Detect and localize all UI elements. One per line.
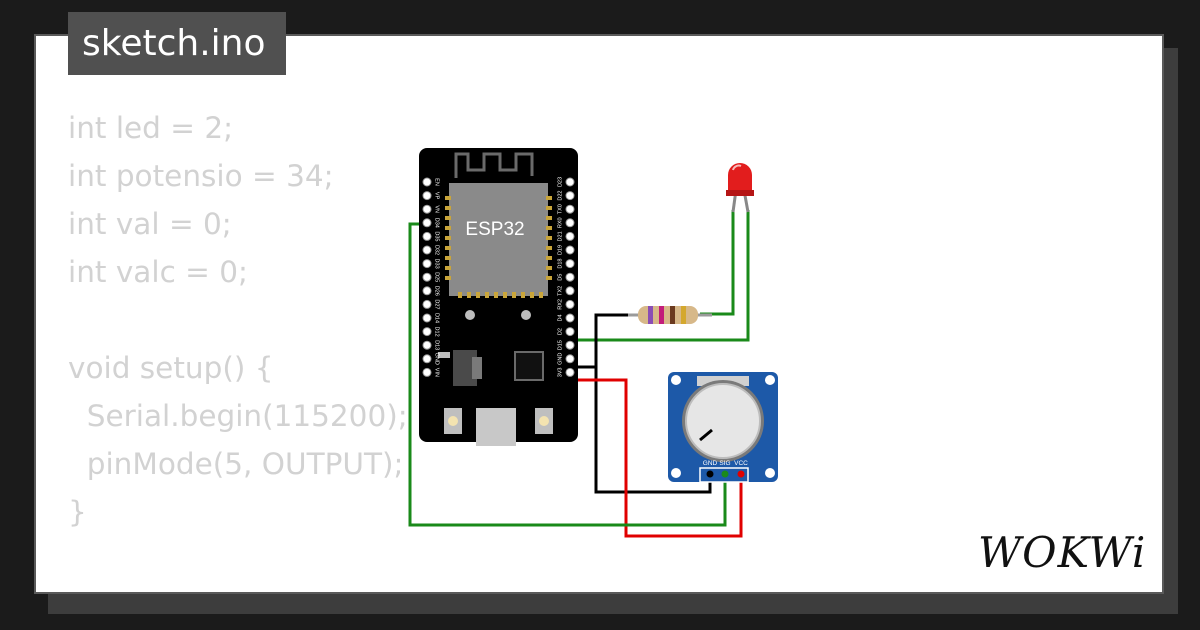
pin-hole[interactable] <box>422 286 432 296</box>
esp32-label: ESP32 <box>465 219 524 240</box>
pin-hole[interactable] <box>422 245 432 255</box>
pin-hole[interactable] <box>422 327 432 337</box>
pot-pin-label: SIG <box>719 460 730 467</box>
pin-label: D5 <box>557 274 563 281</box>
pin-hole[interactable] <box>565 354 575 364</box>
pot-pin-label: VCC <box>734 460 748 467</box>
pin-hole[interactable] <box>565 177 575 187</box>
pin-label: TX0 <box>557 204 563 214</box>
pin-label: RX2 <box>557 299 563 310</box>
pin-hole[interactable] <box>422 231 432 241</box>
wire-red-3v3-to-pot <box>570 378 743 538</box>
pin-label: D22 <box>557 191 563 201</box>
pin-label: D27 <box>434 299 440 309</box>
pin-label: D21 <box>557 231 563 241</box>
pin-label: D25 <box>434 272 440 282</box>
pin-label: TX2 <box>557 286 563 296</box>
pin-label: D26 <box>434 286 440 296</box>
red-led[interactable] <box>726 163 754 213</box>
pin-label: D14 <box>434 313 440 323</box>
pin-label: GND <box>557 353 563 365</box>
code-line: int val = 0; <box>68 207 232 241</box>
wire-green-resistor-to-led <box>700 210 735 316</box>
pin-hole[interactable] <box>565 231 575 241</box>
pin-hole[interactable] <box>422 340 432 350</box>
pin-label: RX0 <box>557 217 563 228</box>
pin-hole[interactable] <box>422 354 432 364</box>
file-tab[interactable]: sketch.ino <box>68 12 286 75</box>
pin-label: EN <box>434 178 440 186</box>
wokwi-logo: WOKWi <box>978 528 1147 577</box>
pin-label: D19 <box>557 245 563 255</box>
code-line: } <box>68 495 87 529</box>
code-line: int potensio = 34; <box>68 159 334 193</box>
pin-label: GND <box>434 353 440 365</box>
pin-hole[interactable] <box>422 299 432 309</box>
pin-hole[interactable] <box>422 191 432 201</box>
pin-hole[interactable] <box>422 177 432 187</box>
code-line: void setup() { <box>68 351 274 385</box>
pin-hole[interactable] <box>565 245 575 255</box>
pin-label: D35 <box>434 231 440 241</box>
resistor[interactable] <box>628 306 712 324</box>
pin-label: D23 <box>557 177 563 187</box>
pin-hole[interactable] <box>565 286 575 296</box>
pot-pin-label: GND <box>703 460 718 467</box>
pin-hole[interactable] <box>422 313 432 323</box>
pin-label: D13 <box>434 340 440 350</box>
pin-hole[interactable] <box>565 204 575 214</box>
pin-hole[interactable] <box>422 218 432 228</box>
pot-knob-indicator <box>699 428 713 442</box>
pin-label: VIN <box>434 368 440 377</box>
pin-label: VP <box>434 192 440 200</box>
pin-label: D2 <box>557 328 563 335</box>
pin-hole[interactable] <box>422 367 432 377</box>
wire-green-d34-to-pot <box>408 222 727 527</box>
pin-hole[interactable] <box>422 259 432 269</box>
esp32-board[interactable]: ESP32 ENVPVND34D35D32D33D25D26D27D14D12D… <box>419 148 578 446</box>
pin-hole[interactable] <box>565 218 575 228</box>
pin-hole[interactable] <box>565 259 575 269</box>
pin-label: 3V3 <box>557 368 563 378</box>
pin-hole[interactable] <box>422 272 432 282</box>
pin-label: D12 <box>434 327 440 337</box>
pin-hole[interactable] <box>565 327 575 337</box>
pin-label: D18 <box>557 259 563 269</box>
pin-hole[interactable] <box>565 272 575 282</box>
resistor-band <box>681 306 686 324</box>
code-editor: int led = 2; int potensio = 34; int val = … <box>68 104 408 592</box>
pin-hole[interactable] <box>565 299 575 309</box>
pin-label: D32 <box>434 245 440 255</box>
pin-label: D33 <box>434 259 440 269</box>
resistor-band <box>670 306 675 324</box>
pin-hole[interactable] <box>565 340 575 350</box>
pin-label: D4 <box>557 314 563 321</box>
wire-green-d2-to-led <box>567 210 750 342</box>
resistor-band <box>659 306 664 324</box>
code-line: void loop() { <box>68 584 408 592</box>
resistor-band <box>648 306 653 324</box>
pin-hole[interactable] <box>565 367 575 377</box>
pin-label: D15 <box>557 340 563 350</box>
pin-label: VN <box>434 205 440 213</box>
pin-hole[interactable] <box>422 204 432 214</box>
pin-hole[interactable] <box>565 191 575 201</box>
code-line: int led = 2; <box>68 111 234 145</box>
code-line: pinMode(5, OUTPUT); <box>68 447 404 481</box>
pin-hole[interactable] <box>565 313 575 323</box>
code-line: Serial.begin(115200); <box>68 399 408 433</box>
wire-black-gnd-to-pot <box>580 365 712 494</box>
code-line: int valc = 0; <box>68 255 248 289</box>
pin-label: D34 <box>434 218 440 228</box>
